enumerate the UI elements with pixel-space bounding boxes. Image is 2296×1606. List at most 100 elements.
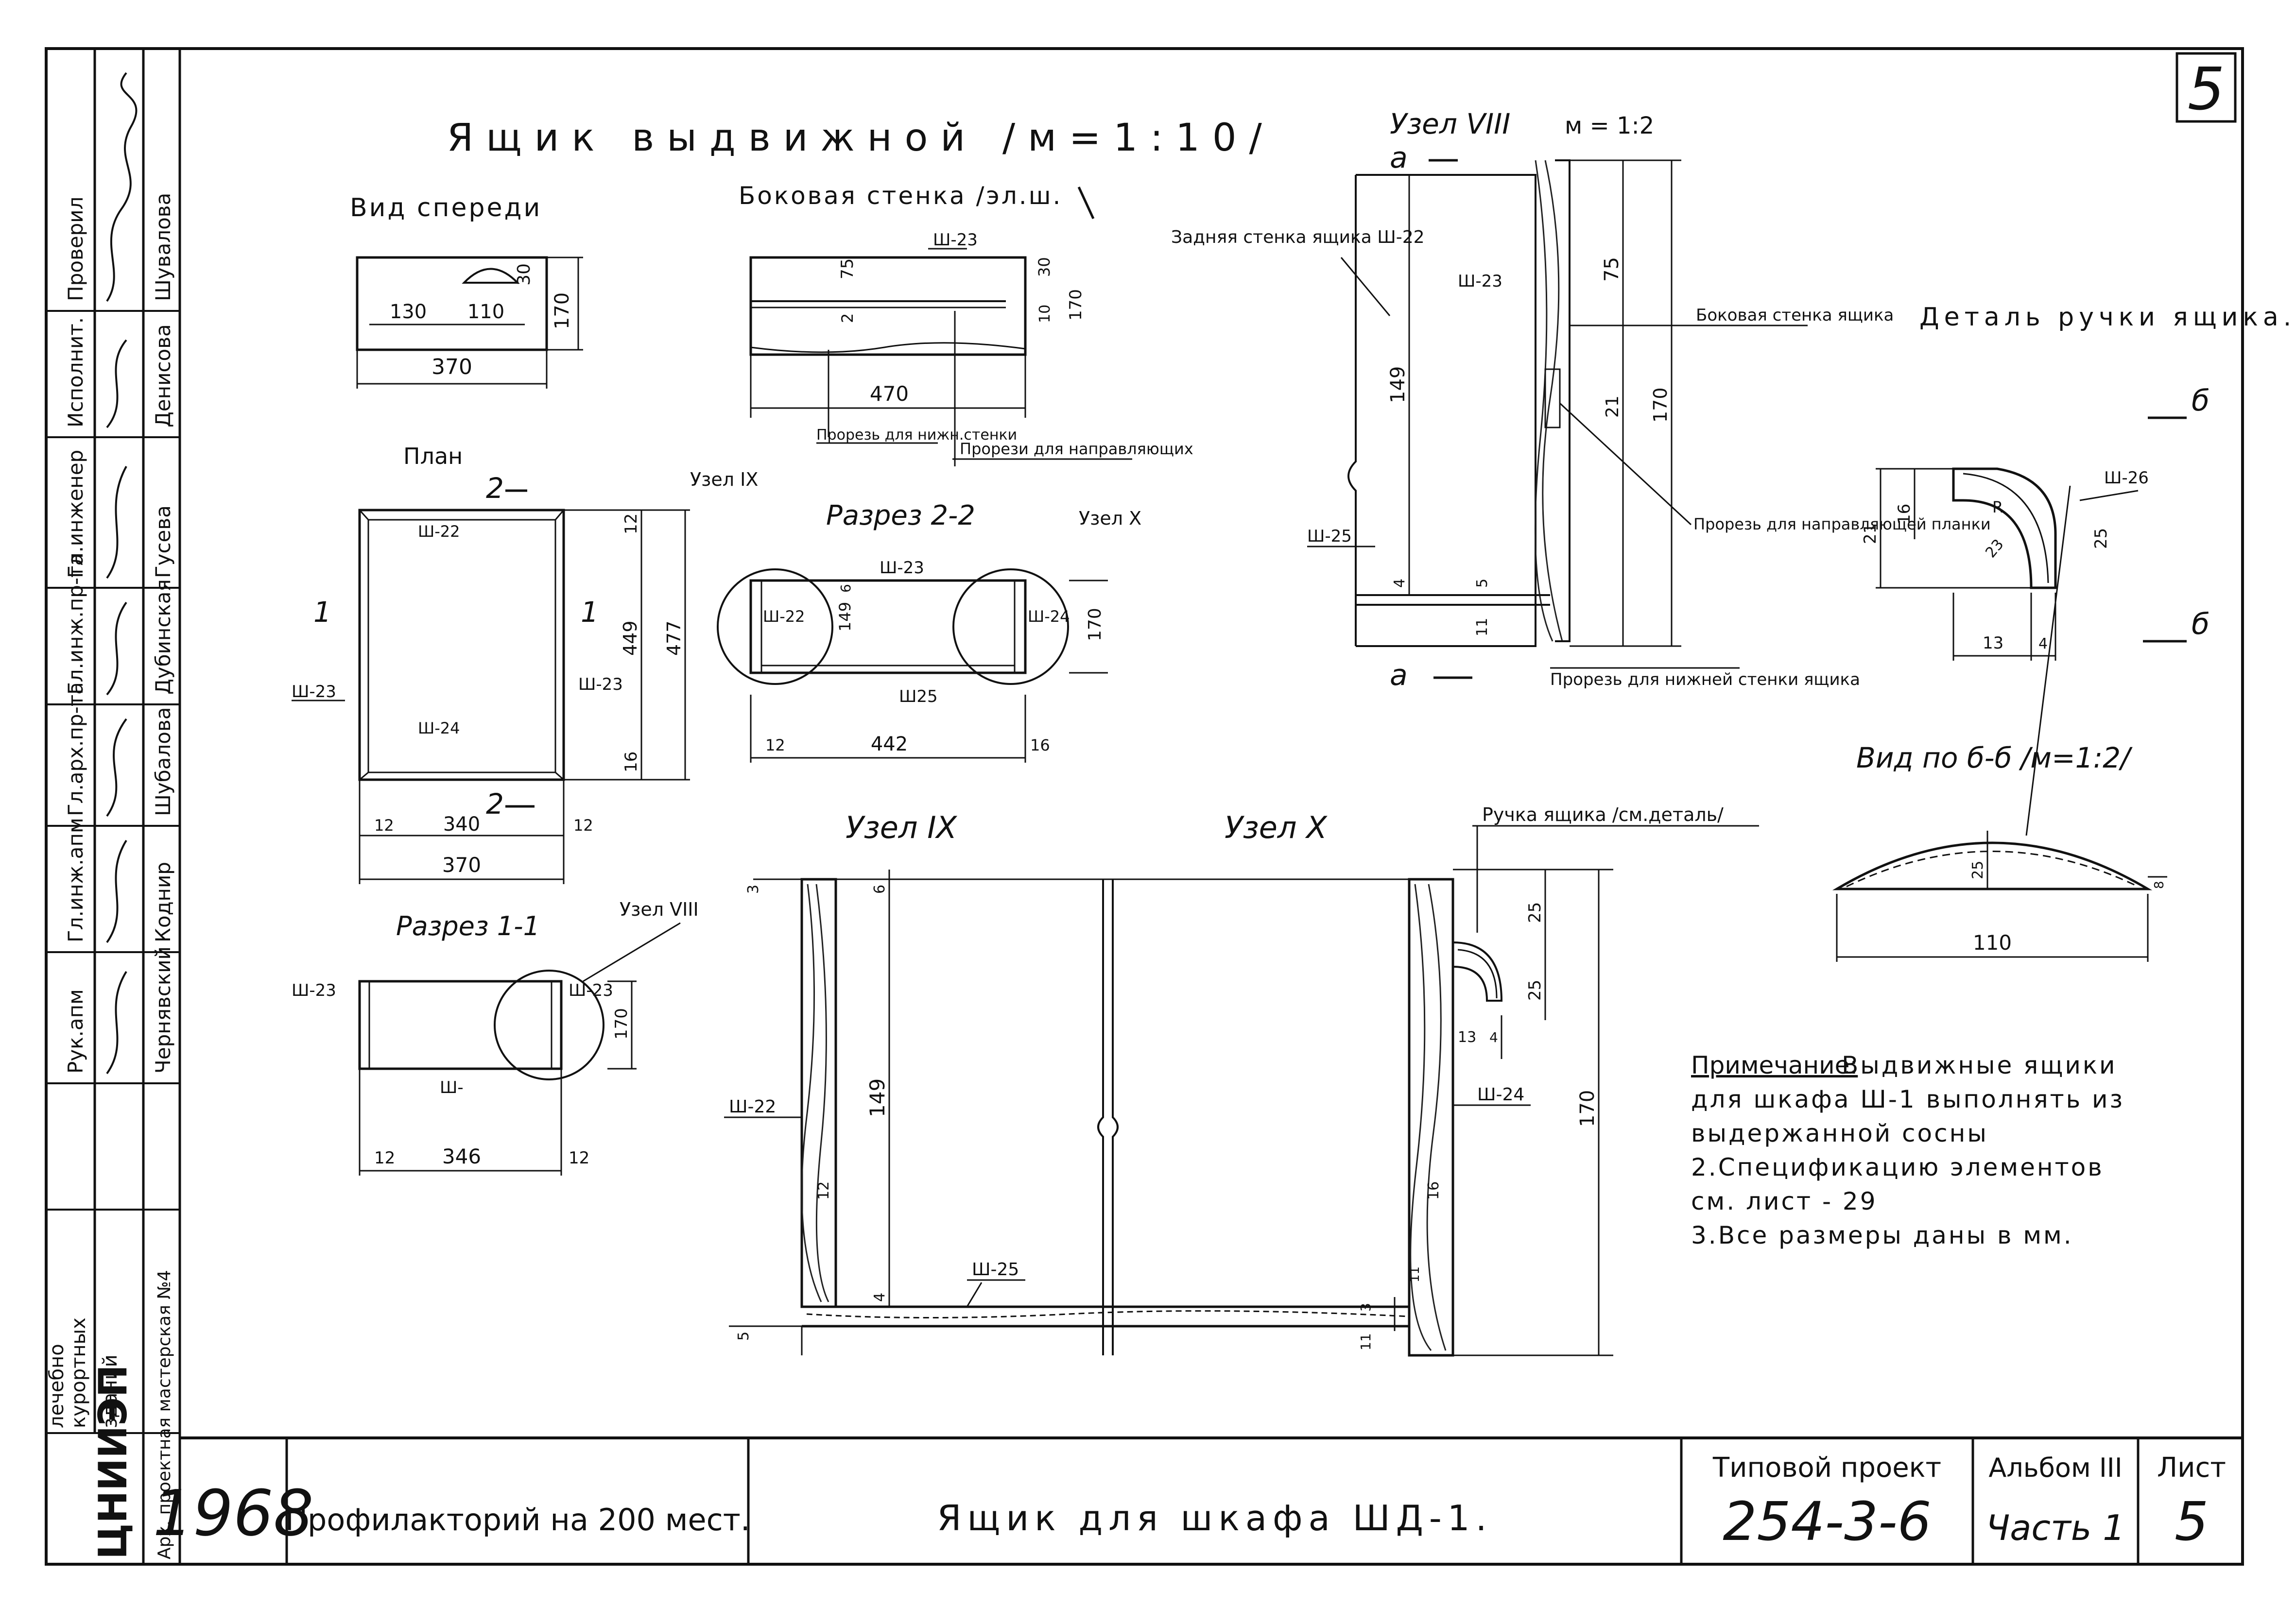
svg-text:Ш-24: Ш-24 (1028, 607, 1070, 626)
title-project-no: 254-3-6 (1723, 1490, 1931, 1553)
svg-text:2: 2 (838, 313, 857, 323)
title-project-label: Типовой проект (1712, 1452, 1941, 1484)
side-wall-title: Боковая стенка /эл.ш. (739, 182, 1062, 210)
svg-text:75: 75 (1601, 257, 1623, 282)
svg-text:12: 12 (573, 816, 593, 835)
signature-3 (106, 466, 127, 579)
svg-text:Задняя стенка ящика Ш-22: Задняя стенка ящика Ш-22 (1171, 227, 1425, 247)
svg-text:16: 16 (621, 752, 641, 772)
side-wall-view: Боковая стенка /эл.ш. Ш-23 75 2 30 170 1… (739, 182, 1193, 466)
view-bb: Вид по б-б /м=1:2/ 8 25 110 (1832, 485, 2167, 962)
stamp-role-2: Исполнит. (64, 317, 87, 427)
svg-text:3: 3 (1358, 1303, 1374, 1312)
svg-text:12: 12 (569, 1148, 589, 1168)
svg-text:30: 30 (1035, 257, 1053, 277)
signature-6 (106, 839, 127, 943)
svg-text:12: 12 (815, 1181, 832, 1200)
svg-text:25: 25 (2091, 528, 2111, 549)
svg-text:Ш-25: Ш-25 (1307, 527, 1352, 546)
svg-text:449: 449 (620, 620, 641, 656)
svg-text:149: 149 (865, 1078, 889, 1117)
svg-text:Ш-23: Ш-23 (933, 230, 978, 250)
node-8-callout (494, 970, 604, 1080)
svg-text:Ш-23: Ш-23 (292, 682, 336, 701)
svg-text:5: 5 (735, 1332, 752, 1341)
svg-text:4: 4 (2038, 635, 2048, 652)
svg-text:170: 170 (1085, 608, 1105, 641)
corner-sheet-number: 5 (2188, 56, 2225, 123)
svg-text:выдержанной сосны: выдержанной сосны (1691, 1119, 1988, 1147)
svg-text:R: R (1992, 498, 2003, 516)
section-2-2: Разрез 2-2 Узел IX Узел X Ш-23 Ш-22 Ш-24… (690, 469, 1141, 763)
stamp-role-6: Гл.инж.апм (64, 818, 87, 942)
section-1-1: Разрез 1-1 Узел VIII Ш-23 Ш-23 Ш- 170 12… (292, 899, 699, 1176)
org-logo: ЦНИИЭП (90, 1365, 136, 1559)
signature-5 (106, 718, 127, 817)
side-stamp: Проверил Исполнит. Гл.инженер Гл.инж.пр-… (46, 49, 181, 1564)
stamp-role-1: Проверил (64, 197, 87, 301)
svg-text:Ш-23: Ш-23 (569, 981, 613, 1000)
stamp-name-7: Чернявский (151, 946, 175, 1074)
svg-text:а: а (1390, 658, 1408, 692)
svg-text:149: 149 (836, 602, 854, 632)
svg-text:170: 170 (1066, 289, 1086, 321)
front-view: Вид спереди 370 130 110 170 30 (350, 193, 583, 389)
handle-detail: Деталь ручки ящика. б б Ш-26 16 21 R 23 … (1861, 303, 2296, 661)
svg-text:Ш-22: Ш-22 (729, 1097, 776, 1117)
svg-text:Ш-24: Ш-24 (418, 719, 460, 737)
svg-text:для шкафа Ш-1 выполнять из: для шкафа Ш-1 выполнять из (1691, 1085, 2124, 1113)
svg-text:130: 130 (390, 301, 427, 323)
svg-text:11: 11 (1474, 618, 1491, 636)
svg-text:Ш-24: Ш-24 (1477, 1085, 1524, 1105)
svg-text:170: 170 (551, 292, 573, 329)
plan-outer (358, 509, 565, 781)
svg-text:а: а (1390, 141, 1408, 175)
node-9-10-view: Узел IX Узел X Ручка ящика /см.деталь/ Ш… (724, 804, 1759, 1357)
svg-text:16: 16 (1425, 1181, 1442, 1200)
stamp-name-5: Шубалова (151, 707, 175, 816)
svg-text:2.Спецификацию элементов: 2.Спецификацию элементов (1691, 1153, 2104, 1181)
svg-text:6: 6 (838, 584, 854, 593)
svg-text:Ш-22: Ш-22 (418, 522, 460, 541)
handle-cutout (462, 268, 520, 284)
org-line-2: курортных (68, 1317, 90, 1428)
svg-text:б: б (2192, 384, 2210, 418)
stamp-name-1: Шувалова (151, 193, 175, 301)
svg-text:110: 110 (467, 301, 504, 323)
org-line-3: зданий (99, 1354, 121, 1428)
title-year: 1968 (153, 1476, 314, 1550)
svg-text:12: 12 (621, 513, 641, 534)
svg-text:Прорезь для нижн.стенки: Прорезь для нижн.стенки (816, 427, 1017, 444)
svg-text:470: 470 (870, 382, 909, 406)
svg-text:30: 30 (514, 263, 534, 286)
svg-text:1: 1 (313, 596, 331, 629)
title-part: Часть 1 (1986, 1507, 2125, 1548)
svg-text:110: 110 (1973, 931, 2012, 955)
node-9-callout (717, 568, 833, 685)
node-8-title: Узел VIII (1390, 107, 1510, 140)
svg-text:13: 13 (1458, 1029, 1476, 1046)
svg-text:м = 1:2: м = 1:2 (1565, 112, 1654, 139)
svg-text:Ш-25: Ш-25 (972, 1260, 1019, 1280)
svg-text:75: 75 (838, 258, 857, 279)
svg-text:Ш25: Ш25 (899, 687, 938, 706)
stamp-role-4: Гл.инж.пр-та (64, 553, 87, 695)
svg-text:Ручка ящика /см.деталь/: Ручка ящика /см.деталь/ (1482, 804, 1724, 825)
svg-text:149: 149 (1387, 366, 1409, 403)
svg-text:370: 370 (442, 853, 481, 877)
node-10-title: Узел X (1225, 810, 1328, 845)
side-wall-outline (749, 256, 1027, 356)
svg-text:16: 16 (1030, 736, 1050, 754)
svg-text:346: 346 (442, 1145, 481, 1168)
notes: Примечание: Выдвижные ящики для шкафа Ш-… (1691, 1051, 2124, 1249)
front-view-outline (356, 256, 548, 351)
handle-detail-title: Деталь ручки ящика. (1919, 303, 2296, 332)
svg-text:Ш-23: Ш-23 (880, 558, 924, 578)
svg-text:170: 170 (612, 1008, 631, 1040)
section-22-title: Разрез 2-2 (826, 500, 975, 531)
svg-text:2: 2 (486, 472, 504, 505)
svg-text:2: 2 (486, 787, 504, 820)
sheet-frame (45, 47, 2244, 1566)
svg-text:10: 10 (1036, 305, 1053, 323)
